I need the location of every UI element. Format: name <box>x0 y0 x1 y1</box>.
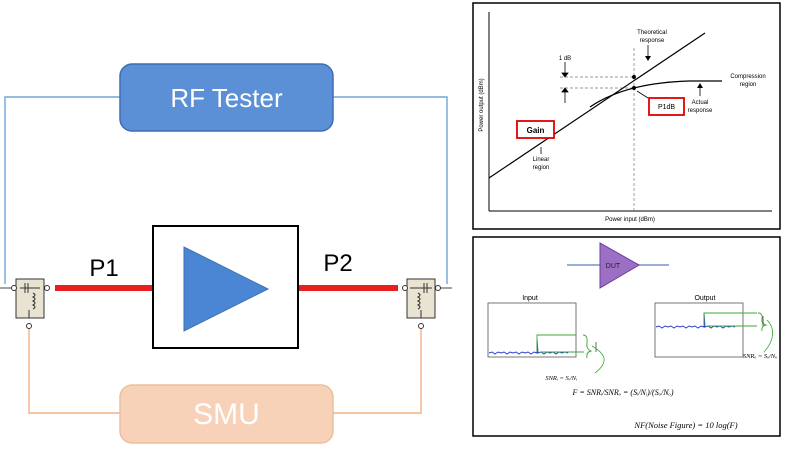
rf-wire-left <box>4 96 120 284</box>
smu-box <box>119 384 334 444</box>
p1db-compression-label-2: region <box>740 82 757 88</box>
dc-wire-right <box>333 328 422 414</box>
p1db-actual-label-1: Actual <box>692 100 709 106</box>
amplifier-triangle-icon <box>183 246 270 332</box>
rf-tester-box <box>119 63 334 132</box>
p1db-point-actual <box>632 86 636 90</box>
p1db-x-axis-label: Power input (dBm) <box>605 217 655 223</box>
p1db-panel <box>472 2 781 230</box>
bias-tee-left-icon <box>11 278 50 329</box>
input-snr-formula: SNRᵢ = Sᵢ/Nᵢ <box>545 375 577 382</box>
rf-tester-label: RF Tester <box>170 83 283 113</box>
p1db-y-axis-label: Power output (dBm) <box>479 78 485 131</box>
output-title: Output <box>694 295 715 302</box>
p1db-actual-curve <box>589 80 722 108</box>
input-snr-leader <box>591 345 605 374</box>
p1db-compression-label-1: Compression <box>730 74 765 80</box>
cable-p2 <box>298 285 398 291</box>
output-signal-marker <box>703 312 757 326</box>
p1db-theoretical-line <box>488 32 706 179</box>
linear-region-label-1: Linear <box>533 157 550 163</box>
p1db-theoretical-label-1: Theoretical <box>637 30 667 36</box>
output-snr-brace <box>757 312 768 332</box>
p1db-label: P1dB <box>658 104 675 111</box>
p1db-1db-arrows <box>561 62 569 103</box>
input-spectrum-frame <box>487 302 577 358</box>
p1db-actual-arrowhead <box>697 83 703 88</box>
dut-icon <box>599 242 641 289</box>
input-noise-trace <box>488 338 569 355</box>
input-title: Input <box>522 295 538 302</box>
p1db-label-arrow <box>636 90 649 99</box>
input-snr-brace <box>582 334 593 359</box>
gain-label: Gain <box>527 126 545 135</box>
output-noise-trace <box>655 312 736 329</box>
p1db-label-box <box>648 97 685 116</box>
dut-label: DUT <box>606 263 621 270</box>
cable-p1 <box>55 285 153 291</box>
linear-region-label-2: region <box>533 165 550 171</box>
bias-tee-right-icon <box>402 278 441 329</box>
nf-formula: NF(Noise Figure) = 10 log(F) <box>633 420 737 430</box>
p1db-point-theoretical <box>632 75 636 79</box>
port-p1-label: P1 <box>89 255 118 282</box>
smu-label: SMU <box>193 398 260 431</box>
p1db-1db-label: 1 dB <box>559 56 571 62</box>
port-p2-label: P2 <box>323 250 352 277</box>
f-formula: F = SNRᵢ/SNRₒ = (Sᵢ/Nᵢ)/(Sₒ/Nₒ) <box>572 388 674 397</box>
p1db-theoretical-label-2: response <box>640 38 665 44</box>
output-snr-formula: SNRₒ = Sₒ/Nₒ <box>743 353 777 360</box>
output-spectrum-frame <box>654 302 744 358</box>
input-signal-marker <box>536 334 576 352</box>
p1db-actual-label-2: response <box>688 108 713 114</box>
rf-wire-right <box>333 96 448 284</box>
p1db-theoretical-arrowhead <box>645 56 651 61</box>
output-snr-leader <box>763 319 774 353</box>
gain-label-box <box>516 120 555 139</box>
dc-wire-left <box>28 328 120 414</box>
